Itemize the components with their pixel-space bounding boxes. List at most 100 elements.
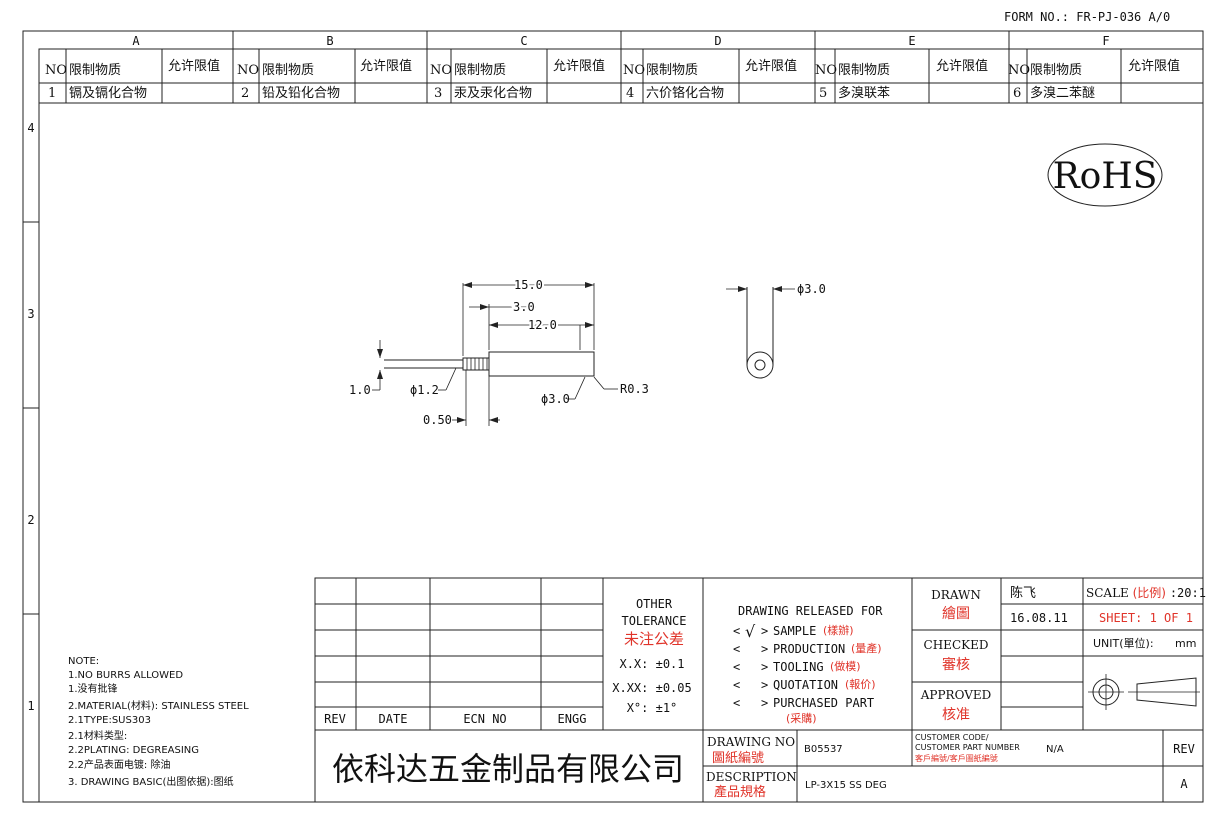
release-sample: SAMPLE — [773, 624, 816, 638]
rev-value: A — [1180, 777, 1188, 791]
rs-header-substance-d: 限制物质 — [646, 63, 698, 78]
zone-row-labels: 4 3 2 1 — [27, 121, 34, 713]
title-block: REV DATE ECN NO ENGG OTHER TOLERANCE 未注公… — [314, 577, 1206, 803]
zone-row-dividers — [23, 221, 39, 615]
approval-block: DRAWN 繪圖 陈飞 16.08.11 CHECKED 審核 APPROVED… — [920, 585, 1068, 723]
approved-label: APPROVED — [920, 688, 992, 702]
rs-header-substance-a: 限制物质 — [69, 63, 121, 78]
svg-text:<: < — [733, 696, 740, 710]
release-tooling: TOOLING — [773, 660, 824, 674]
rs-header-no-a: NO — [45, 63, 67, 78]
release-purchased: PURCHASED PART — [773, 696, 874, 710]
zone-col-e: E — [908, 34, 915, 48]
rs-header-limit-b: 允许限值 — [360, 58, 412, 74]
release-production-cn: (量產) — [851, 641, 882, 655]
rs-item-name-5: 多溴联苯 — [838, 85, 890, 101]
note-line: 3. DRAWING BASIC(出图依据):图纸 — [68, 775, 234, 788]
rs-item-name-2: 铅及铅化合物 — [262, 86, 340, 101]
dim-end-dia-3: ϕ3.0 — [797, 282, 826, 296]
svg-text:<: < — [733, 678, 740, 692]
release-quotation-cn: (報价) — [845, 678, 876, 691]
release-brackets: <> <> <> <> <> — [733, 624, 768, 710]
description-label-cn: 產品規格 — [714, 784, 766, 800]
rev-header-engg: ENGG — [558, 712, 587, 726]
dimension-labels: 15.0 3.0 12.0 1.0 ϕ1.2 0.50 ϕ3.0 R0.3 ϕ3… — [349, 276, 826, 427]
part-side-view — [384, 351, 595, 377]
release-purchased-cn: (采購) — [786, 711, 817, 725]
svg-text:<: < — [733, 660, 740, 674]
rs-item-no-2: 2 — [241, 86, 249, 101]
rs-header-substance-e: 限制物质 — [838, 63, 890, 78]
rev-header-ecn: ECN NO — [463, 712, 506, 726]
release-quotation: QUOTATION — [773, 678, 838, 692]
unit-label: UNIT(單位): — [1093, 636, 1154, 650]
scale-block: SCALE (比例) :20:1 SHEET: 1 OF 1 UNIT(單位):… — [1086, 586, 1206, 650]
tolerance-title-2: TOLERANCE — [621, 614, 686, 628]
svg-text:>: > — [761, 696, 768, 710]
rohs-mark: RoHS — [1047, 143, 1163, 207]
zone-row-4: 4 — [27, 121, 34, 135]
note-line: 2.2产品表面电镀: 除油 — [68, 758, 170, 771]
tolerance-xx: X.X: ±0.1 — [619, 657, 684, 671]
rs-header-substance-f: 限制物质 — [1030, 63, 1082, 78]
form-number: FORM NO.: FR-PJ-036 A/0 — [1004, 10, 1170, 24]
rs-item-name-3: 汞及汞化合物 — [454, 86, 532, 101]
scale-label-en: SCALE — [1086, 586, 1129, 600]
drawn-date: 16.08.11 — [1010, 611, 1068, 625]
note-line: 2.2PLATING: DEGREASING — [68, 745, 199, 756]
dim-radius-03: R0.3 — [620, 382, 649, 396]
description-value: LP-3X15 SS DEG — [805, 780, 887, 791]
svg-text:>: > — [761, 660, 768, 674]
zone-col-c: C — [520, 34, 527, 48]
svg-text:>: > — [761, 624, 768, 638]
scale-label-cn: (比例) — [1133, 586, 1166, 600]
tolerance-title-cn: 未注公差 — [624, 630, 684, 648]
note-line: 2.1TYPE:SUS303 — [68, 715, 151, 726]
rs-item-no-1: 1 — [48, 86, 56, 101]
approved-label-cn: 核准 — [942, 707, 970, 723]
rev-label: REV — [1173, 742, 1195, 756]
rs-item-name-1: 镉及镉化合物 — [69, 85, 147, 101]
rs-header-limit-c: 允许限值 — [553, 58, 605, 74]
rs-header-substance-c: 限制物质 — [454, 63, 506, 78]
rs-item-no-4: 4 — [626, 86, 634, 101]
scale-label: SCALE (比例) :20:1 — [1086, 586, 1206, 600]
rs-header-limit-a: 允许限值 — [168, 58, 220, 74]
drawn-label-cn: 繪圖 — [942, 605, 970, 622]
revision-table-grid — [315, 578, 1203, 802]
dim-length-3: 3.0 — [513, 300, 535, 314]
drawing-no-value: B05537 — [804, 744, 843, 755]
dim-gap-050: 0.50 — [423, 413, 452, 427]
zone-col-b: B — [326, 34, 333, 48]
zone-column-dividers — [232, 31, 1010, 49]
release-check-mark: √ — [745, 622, 756, 641]
rs-header-no-d: NO — [623, 63, 645, 78]
release-tooling-cn: (做模) — [830, 659, 861, 673]
dim-length-15: 15.0 — [514, 278, 543, 292]
zone-column-labels: A B C D E F — [132, 34, 1109, 48]
release-block: DRAWING RELEASED FOR √ <> <> <> <> <> SA… — [733, 604, 883, 725]
sheet-number: SHEET: 1 OF 1 — [1099, 611, 1193, 625]
zone-row-1: 1 — [27, 699, 34, 713]
drawn-label: DRAWN — [931, 588, 981, 602]
tolerance-xxx: X.XX: ±0.05 — [612, 681, 691, 695]
rs-item-name-4: 六价铬化合物 — [646, 85, 724, 101]
zone-row-3: 3 — [27, 307, 34, 321]
rs-header-limit-f: 允许限值 — [1128, 58, 1180, 74]
rs-header-limit-e: 允许限值 — [936, 58, 988, 74]
notes: NOTE: 1.NO BURRS ALLOWED 1.没有批锋 2.MATERI… — [68, 656, 249, 788]
zone-col-a: A — [132, 34, 140, 48]
svg-text:>: > — [761, 678, 768, 692]
note-line: 2.MATERIAL(材料): STAINLESS STEEL — [68, 699, 249, 712]
tolerance-angle: X°: ±1° — [627, 701, 678, 715]
rohs-label: RoHS — [1053, 156, 1158, 197]
zone-row-2: 2 — [27, 513, 34, 527]
release-sample-cn: (樣辦) — [823, 623, 854, 637]
rs-item-name-6: 多溴二苯醚 — [1030, 85, 1095, 101]
note-line: NOTE: — [68, 656, 99, 667]
checked-label-cn: 審核 — [942, 657, 970, 673]
dim-dia-1-2: ϕ1.2 — [410, 383, 439, 397]
customer-code-label-1: CUSTOMER CODE/ — [915, 733, 989, 742]
customer-code-label-cn: 客戶編號/客戶圖紙編號 — [915, 753, 998, 763]
